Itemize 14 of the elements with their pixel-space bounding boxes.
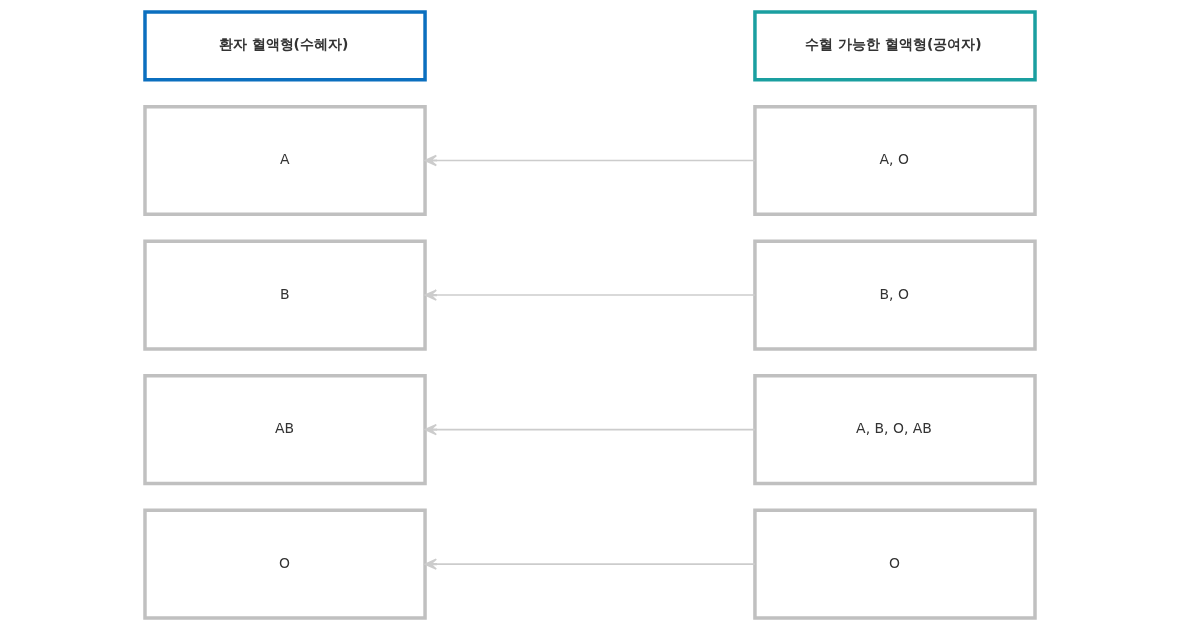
node-box: 수혈 가능한 혈액형(공여자) <box>753 10 1037 82</box>
node-box: AB <box>143 374 427 486</box>
node-box: A, O <box>753 104 1037 217</box>
node-box: O <box>753 508 1037 620</box>
node-box: A <box>143 104 427 217</box>
node-box: 환자 혈액형(수혜자) <box>143 10 427 82</box>
node-box: B, O <box>753 239 1037 351</box>
node-box: O <box>143 508 427 620</box>
arrow <box>424 423 756 436</box>
arrow <box>424 154 756 167</box>
arrow <box>424 558 756 570</box>
arrow <box>424 289 756 301</box>
node-box: A, B, O, AB <box>753 374 1037 486</box>
node-box: B <box>143 239 427 351</box>
